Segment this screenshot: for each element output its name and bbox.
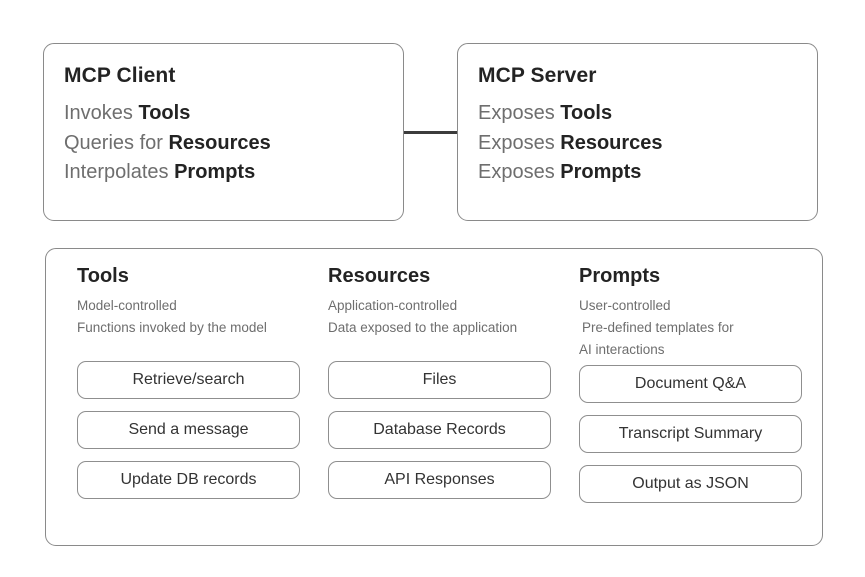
primitive-caption-line: User-controlled: [579, 298, 671, 313]
primitive-title-tools: Tools: [77, 265, 129, 287]
primitive-column-resources: Resources Application-controlled Data ex…: [328, 264, 551, 503]
capability-verb: Interpolates: [64, 161, 175, 184]
capability-verb: Exposes: [478, 102, 561, 125]
capability-noun: Prompts: [560, 161, 642, 184]
example-pill-document-qa[interactable]: Document Q&A: [579, 364, 802, 403]
capability-verb: Invokes: [64, 102, 139, 125]
mcp-server-title: MCP Server: [478, 64, 597, 87]
example-pill-api-responses[interactable]: API Responses: [328, 461, 551, 499]
example-pill-retrieve-search[interactable]: Retrieve/search: [77, 361, 300, 399]
capability-noun: Resources: [168, 131, 271, 154]
primitive-column-tools: Tools Model-controlled Functions invoked…: [77, 264, 300, 503]
primitive-examples-prompts: Document Q&A Transcript Summary Output a…: [579, 364, 802, 503]
capability-verb: Exposes: [478, 131, 561, 154]
mcp-client-capability-resources: Queries for Resources: [64, 129, 403, 159]
mcp-server-card: MCP Server Exposes Tools Exposes Resourc…: [457, 43, 818, 221]
mcp-server-capability-resources: Exposes Resources: [478, 129, 817, 159]
primitive-captions-prompts: User-controlled Pre-defined templates fo…: [579, 295, 802, 361]
example-pill-files[interactable]: Files: [328, 361, 551, 399]
mcp-client-capability-prompts: Interpolates Prompts: [64, 158, 403, 188]
primitive-title-resources: Resources: [328, 265, 431, 287]
primitive-captions-tools: Model-controlled Functions invoked by th…: [77, 295, 300, 357]
capability-noun: Tools: [138, 102, 191, 125]
capability-noun: Tools: [560, 102, 613, 125]
primitive-caption-line: Model-controlled: [77, 298, 177, 313]
mcp-server-capability-prompts: Exposes Prompts: [478, 158, 817, 188]
primitive-caption-line: Data exposed to the application: [328, 319, 518, 335]
primitive-caption-line: Application-controlled: [328, 298, 458, 313]
primitive-caption-line: Pre-defined templates for: [582, 319, 734, 335]
example-pill-database-records[interactable]: Database Records: [328, 411, 551, 449]
capability-noun: Prompts: [174, 161, 256, 184]
primitive-examples-tools: Retrieve/search Send a message Update DB…: [77, 361, 300, 499]
mcp-client-title: MCP Client: [64, 64, 176, 87]
primitive-caption-line: Functions invoked by the model: [77, 319, 267, 335]
mcp-server-capability-tools: Exposes Tools: [478, 99, 817, 129]
primitive-column-prompts: Prompts User-controlled Pre-defined temp…: [579, 264, 802, 503]
example-pill-send-a-message[interactable]: Send a message: [77, 411, 300, 449]
primitive-captions-resources: Application-controlled Data exposed to t…: [328, 295, 551, 357]
example-pill-output-as-json[interactable]: Output as JSON: [579, 464, 802, 503]
capability-verb: Queries for: [64, 131, 169, 154]
example-pill-update-db-records[interactable]: Update DB records: [77, 461, 300, 499]
primitives-panel: Tools Model-controlled Functions invoked…: [45, 248, 823, 546]
capability-verb: Exposes: [478, 161, 561, 184]
primitive-caption-line: AI interactions: [579, 341, 665, 357]
capability-noun: Resources: [560, 131, 663, 154]
primitives-columns: Tools Model-controlled Functions invoked…: [77, 264, 802, 503]
roles-row: MCP Client Invokes Tools Queries for Res…: [0, 0, 865, 232]
primitive-title-prompts: Prompts: [579, 265, 661, 287]
mcp-client-card: MCP Client Invokes Tools Queries for Res…: [43, 43, 404, 221]
example-pill-transcript-summary[interactable]: Transcript Summary: [579, 414, 802, 453]
primitive-examples-resources: Files Database Records API Responses: [328, 361, 551, 499]
mcp-client-capability-tools: Invokes Tools: [64, 99, 403, 129]
client-server-connector-line: [404, 131, 458, 134]
